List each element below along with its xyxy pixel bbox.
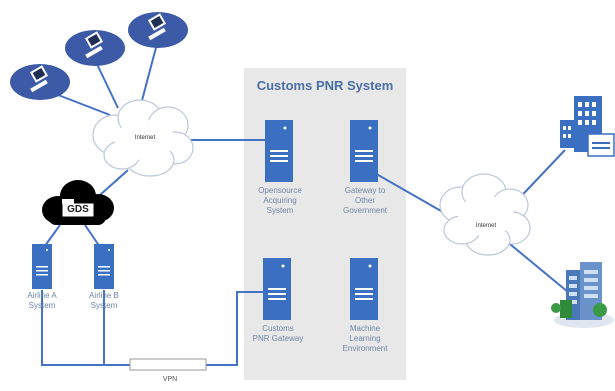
user-workstation-left bbox=[10, 64, 70, 100]
internet-cloud-right bbox=[439, 173, 531, 256]
user-workstation-right bbox=[128, 12, 188, 48]
internet-left-label: Internet bbox=[134, 135, 156, 141]
vpn-pipe bbox=[129, 358, 207, 371]
server-opensource bbox=[265, 120, 293, 182]
server-label-machine-learning: Machine Learning Environment bbox=[342, 324, 388, 353]
vpn-label: VPN bbox=[162, 376, 178, 383]
server-label-airline-a: Airline A System bbox=[27, 291, 57, 310]
server-airline-b bbox=[94, 244, 114, 289]
connection-lines bbox=[39, 39, 569, 366]
gds-cloud bbox=[42, 180, 114, 225]
server-gateway-government bbox=[350, 120, 378, 182]
server-label-customs-gateway: Customs PNR Gateway bbox=[252, 324, 304, 343]
government-building-icon bbox=[560, 96, 615, 157]
system-title: Customs PNR System bbox=[256, 78, 394, 93]
user-workstation-middle bbox=[65, 30, 125, 66]
internet-cloud-left bbox=[92, 99, 194, 177]
server-label-opensource: Opensource Acquiring System bbox=[258, 186, 302, 215]
server-machine-learning bbox=[350, 258, 378, 320]
office-building-icon bbox=[551, 262, 614, 328]
server-label-airline-b: Airline B System bbox=[89, 291, 119, 310]
server-airline-a bbox=[32, 244, 52, 289]
server-label-gateway-government: Gateway to Other Government bbox=[342, 186, 388, 215]
server-customs-gateway bbox=[263, 258, 291, 320]
gds-label: GDS bbox=[67, 204, 89, 215]
internet-right-label: Internet bbox=[475, 223, 497, 229]
